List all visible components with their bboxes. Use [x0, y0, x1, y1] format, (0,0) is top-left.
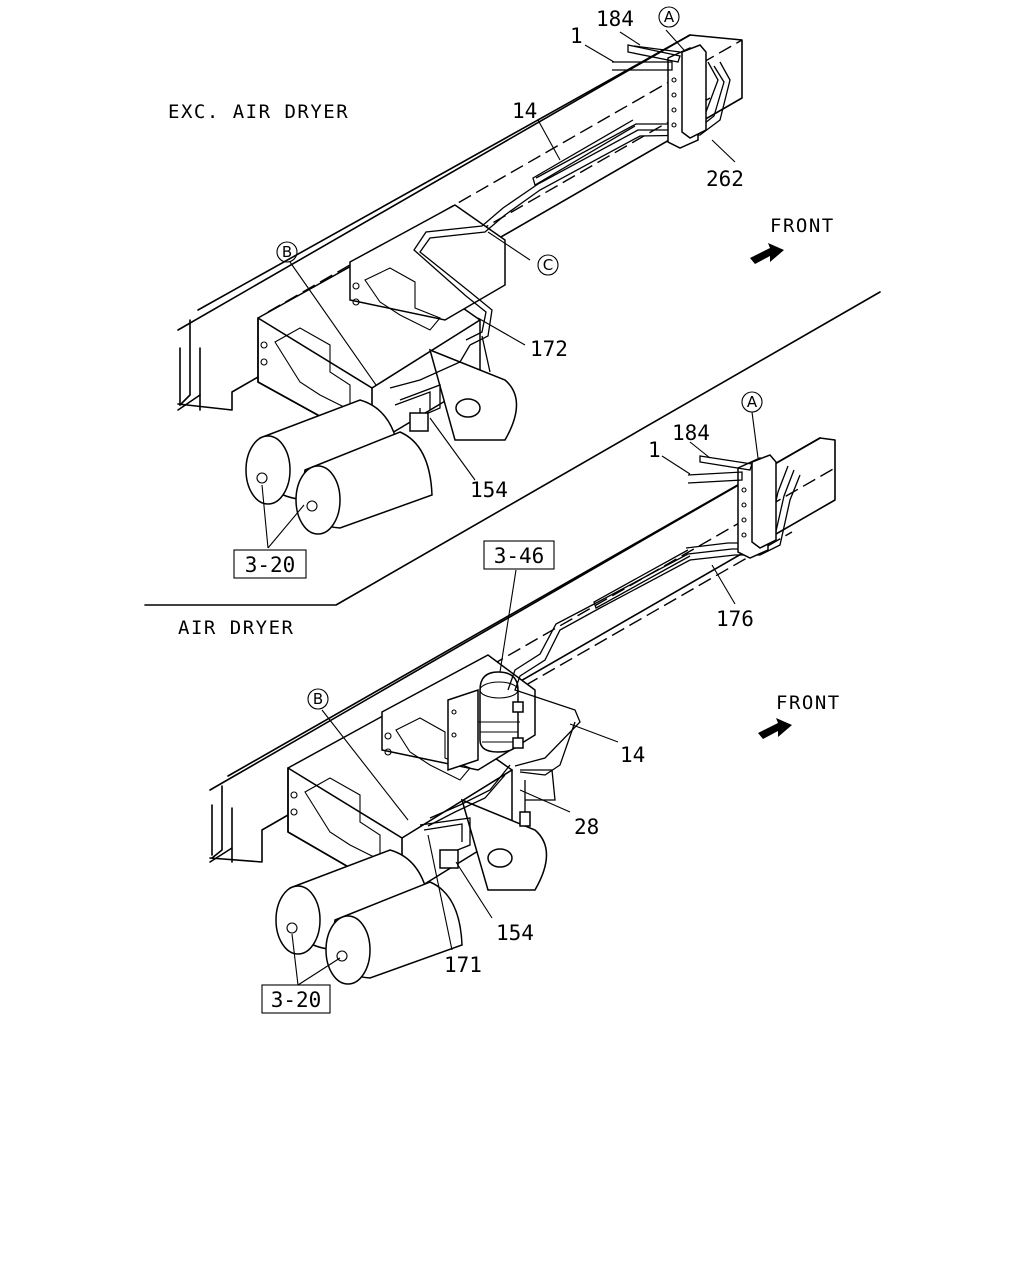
bottom-part-14: 14 — [620, 743, 645, 767]
bottom-part-28: 28 — [574, 815, 599, 839]
top-ref-c: C — [537, 254, 559, 276]
bottom-part-176: 176 — [716, 607, 754, 631]
bottom-air-dryer — [447, 671, 524, 772]
top-part-154: 154 — [470, 478, 508, 502]
top-ref-a: A — [658, 6, 680, 28]
section-divider-line — [144, 291, 881, 606]
bottom-part-171: 171 — [444, 953, 482, 977]
bottom-front-arrow — [758, 718, 792, 739]
top-part-1: 1 — [570, 24, 583, 48]
top-part-184: 184 — [596, 7, 634, 31]
bottom-part-1: 1 — [648, 438, 661, 462]
bottom-pipes — [419, 465, 801, 869]
bottom-front-label: FRONT — [776, 692, 841, 714]
top-ref-b-letter: B — [282, 243, 292, 261]
bottom-ref-a: A — [741, 391, 763, 413]
bottom-boxed-ref-tanks-text: 3-20 — [271, 988, 322, 1012]
top-ref-b: B — [276, 241, 298, 263]
bottom-caption: AIR DRYER — [178, 617, 294, 639]
top-boxed-ref: 3-20 — [233, 549, 307, 579]
top-callout-lines — [261, 29, 736, 549]
bottom-boxed-ref-tanks: 3-20 — [261, 984, 331, 1014]
top-front-label: FRONT — [770, 215, 835, 237]
bottom-part-154: 154 — [496, 921, 534, 945]
top-caption: EXC. AIR DRYER — [168, 101, 349, 123]
top-part-172: 172 — [530, 337, 568, 361]
top-boxed-ref-text: 3-20 — [245, 553, 296, 577]
top-air-tanks — [245, 348, 518, 535]
bottom-bracket-a — [687, 454, 777, 559]
bottom-ref-a-letter: A — [747, 393, 758, 411]
bottom-boxed-ref-dryer-text: 3-46 — [494, 544, 545, 568]
top-bracket-a — [612, 44, 707, 149]
bottom-callout-lines — [291, 411, 759, 986]
bottom-ref-b-letter: B — [313, 690, 323, 708]
bottom-boxed-ref-dryer: 3-46 — [483, 540, 555, 570]
top-part-14: 14 — [512, 99, 537, 123]
top-ref-c-letter: C — [543, 256, 553, 274]
bottom-ref-b: B — [307, 688, 329, 710]
top-part-262: 262 — [706, 167, 744, 191]
top-pipes — [389, 61, 731, 432]
bottom-air-tanks — [275, 798, 548, 985]
bottom-part-184: 184 — [672, 421, 710, 445]
top-ref-a-letter: A — [664, 8, 675, 26]
top-front-arrow — [750, 243, 784, 264]
